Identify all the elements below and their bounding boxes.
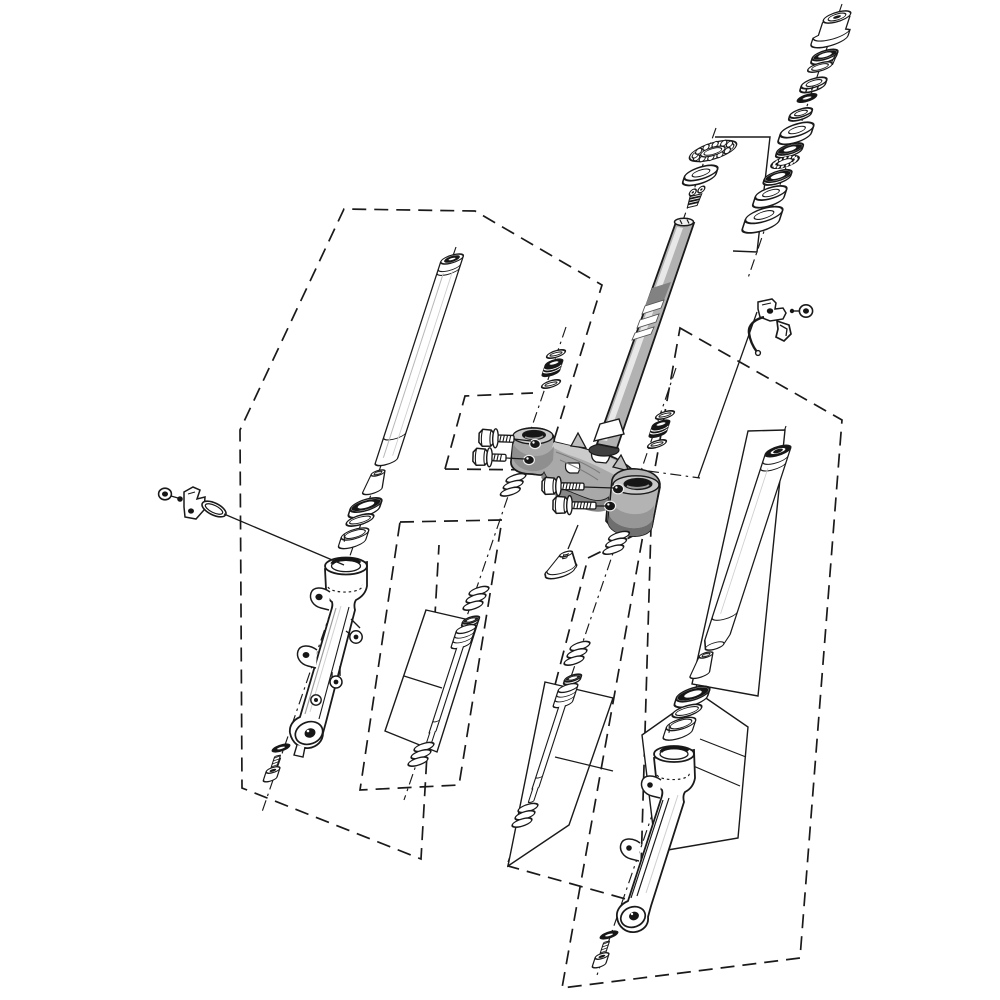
steering-stem-group [681,139,738,209]
axis-right-clamp-bore [647,470,701,479]
left-drain-o-ring [271,743,291,753]
right-pinch-bolt-upper [541,475,585,497]
left-rebound-spring-upper [462,585,490,611]
right-rebound-spring-lower [511,802,539,828]
bracket-gusset-right [611,453,631,472]
stem-bearing-seat [592,418,625,442]
right-rebound-spring-upper [563,640,591,666]
left-hose-clamp-screw [157,487,183,502]
left-slide-bushing [337,527,370,550]
left-fork-outer-tube [288,556,368,758]
left-pinch-bolt-hole [522,454,535,466]
right-pinch-bolt-hole [611,483,625,495]
steering-lock-washer [806,52,839,73]
clamp-pinch-bolts [472,428,615,516]
box-left-fork-assembly [239,208,604,861]
right-stay-o-ring-lower [646,439,668,449]
right-pinch-bolt-lower [552,494,597,516]
axis-left-clamp [403,326,567,801]
right-hose-guide-screw [789,303,814,318]
left-hose-clamp [157,486,345,566]
right-seal-clip [671,703,703,719]
bearing-dust-cover [777,121,815,146]
left-fork-inner-tube [374,253,465,467]
steering-stem [592,217,696,450]
right-damper-panel [506,681,614,868]
left-seal-clip [345,513,375,527]
left-clamp-bore [522,429,546,441]
right-boss-mid-shade [609,500,654,529]
right-stay-damper-collar [648,419,671,439]
left-cushion-spring [499,472,527,497]
right-boss-shade [608,514,653,537]
left-stay-damper-collar [541,358,564,378]
steering-special-washer [787,107,814,122]
bearing-washer [762,168,793,186]
box-left-damper [359,519,504,791]
right-fork-inner-tube [704,444,792,651]
stem-band-white2 [636,313,660,329]
steering-ring-nut-lower [799,76,828,94]
right-oil-seal [673,685,711,709]
upper-bearing-inner-race [770,154,800,170]
fork-cover-locator-cone [544,550,578,580]
upper-bearing-outer-race [751,185,788,209]
steering-stop-lug-2 [564,462,581,474]
right-fork-outer-tube [615,745,696,933]
left-rebound-spring-lower [407,741,435,767]
cone-leader-line [567,524,579,550]
bracket-gusset-left [569,431,588,449]
left-pinch-bolt-upper [478,428,515,449]
left-oil-lock-piece [361,469,386,496]
upper-ball-bearing [688,139,738,163]
right-stay-o-ring-upper [654,410,676,420]
left-pinch-bolt-hole [528,438,541,450]
left-stay-o-ring-upper [545,349,567,359]
right-drain-o-ring [599,930,619,940]
right-clamp-bore [623,477,653,491]
steering-o-ring [796,92,818,104]
left-axle-socket-bolt [262,754,281,783]
steering-bearing-stack [741,10,852,234]
right-pinch-bolt-hole [603,500,617,512]
left-pinch-bolt-lower [472,447,507,468]
lower-bearing-outer-race [741,205,784,234]
left-stay-o-ring-lower [540,379,562,389]
right-hose-guide [697,298,814,479]
upper-bearing-race [681,164,719,187]
stem-band-white3 [631,326,655,341]
steering-stem-cap-nut [810,10,852,49]
upper-bearing-seal [774,142,805,159]
right-oil-lock-piece [689,651,714,680]
stem-band-dark [645,282,671,306]
right-axle-socket-bolt [591,940,610,969]
stem-cotter-pin [686,185,706,209]
right-cushion-spring [602,530,631,556]
steering-lower-bracket [510,427,661,537]
stem-band-white1 [641,299,665,315]
right-damper-rod [527,682,579,804]
right-slide-bushing [662,716,697,741]
